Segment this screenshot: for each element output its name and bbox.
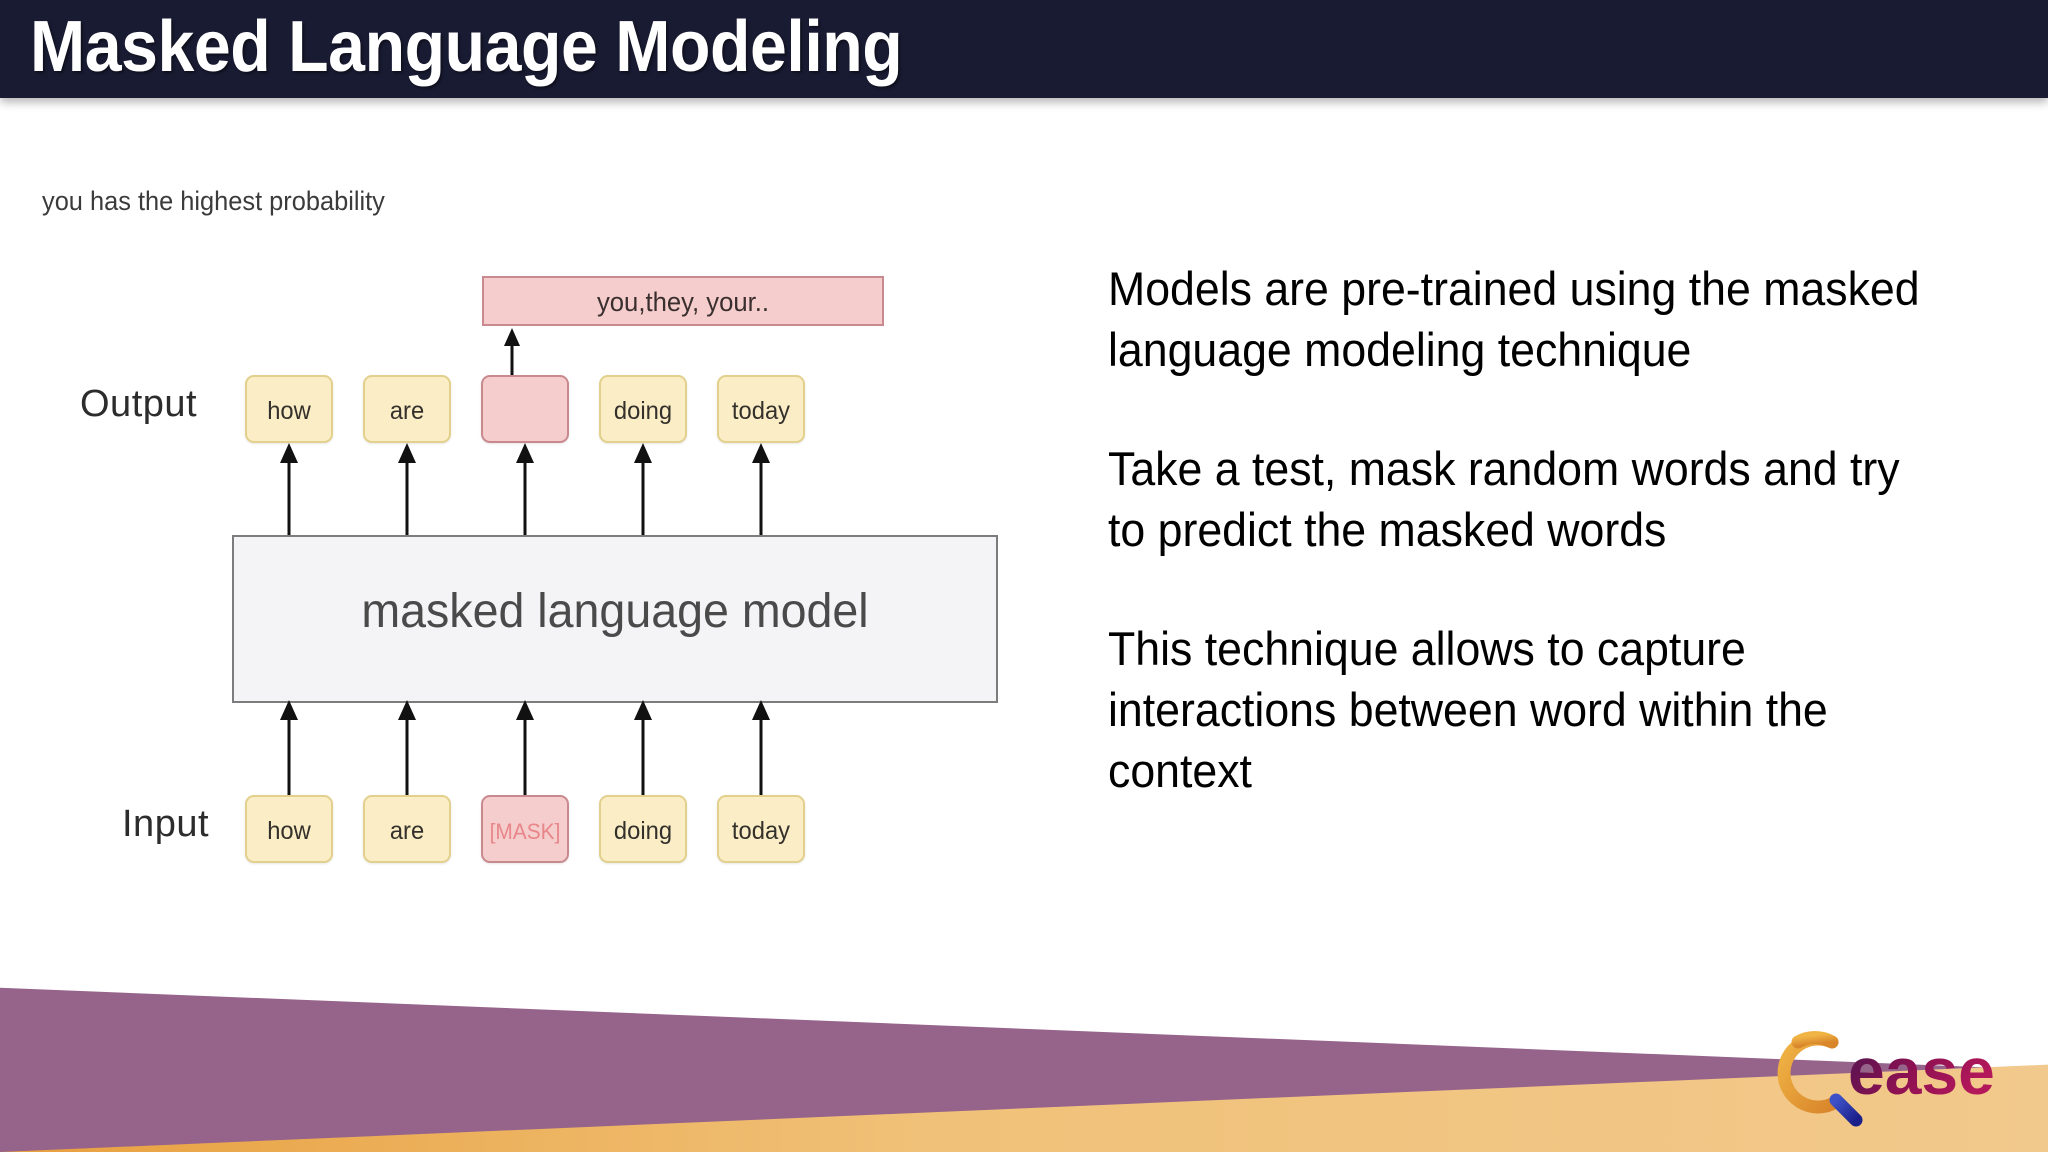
logo-wordmark: ease — [1848, 1034, 1995, 1108]
prediction-box-label: you,they, your.. — [596, 287, 770, 317]
page-title: Masked Language Modeling — [30, 7, 903, 87]
input-token-label: doing — [613, 817, 673, 845]
output-token: doing — [599, 375, 687, 443]
body-paragraph: This technique allows to capture interac… — [1108, 622, 1828, 797]
output-token-label: how — [267, 397, 311, 425]
magnifier-ring-top-icon — [1791, 1030, 1839, 1049]
sease-logo: ease — [1777, 1030, 1995, 1127]
arrow-to-prediction-icon — [504, 328, 520, 380]
output-token: are — [363, 375, 451, 443]
arrow-model-to-output-icon — [280, 443, 298, 537]
input-row-label: Input — [122, 803, 210, 845]
model-box: masked language model — [232, 535, 998, 703]
input-token: today — [717, 795, 805, 863]
prediction-box: you,they, your.. — [482, 276, 884, 326]
arrow-model-to-output-icon — [634, 443, 652, 537]
arrow-input-to-model-icon — [398, 700, 416, 798]
magnifier-ring-icon — [1777, 1032, 1839, 1114]
arrow-model-to-output-icon — [516, 443, 534, 537]
arrow-input-to-model-icon — [280, 700, 298, 798]
model-box-label: masked language model — [361, 585, 869, 638]
arrow-model-to-output-icon — [752, 443, 770, 537]
input-token-masked: [MASK] — [481, 795, 569, 863]
output-token-masked — [481, 375, 569, 443]
output-token-label: doing — [613, 397, 673, 425]
magnifier-handle-icon — [1829, 1093, 1863, 1127]
output-row-label: Output — [80, 383, 198, 425]
body-paragraph: Models are pre-trained using the masked … — [1108, 262, 1920, 376]
input-token: are — [363, 795, 451, 863]
input-token: doing — [599, 795, 687, 863]
body-paragraph: Take a test, mask random words and try t… — [1108, 442, 1900, 556]
arrow-input-to-model-icon — [634, 700, 652, 798]
input-token-label: how — [267, 817, 311, 845]
input-token-label: [MASK] — [489, 819, 561, 844]
output-token: today — [717, 375, 805, 443]
output-token: how — [245, 375, 333, 443]
output-token-label: are — [389, 397, 425, 425]
input-token-label: today — [731, 817, 791, 845]
input-token: how — [245, 795, 333, 863]
body-text-column: Models are pre-trained using the masked … — [1108, 258, 1988, 859]
diagram-caption-note: you has the highest probability — [42, 186, 385, 216]
output-token-label: today — [731, 397, 791, 425]
arrow-input-to-model-icon — [752, 700, 770, 798]
title-bar: Masked Language Modeling — [0, 0, 2048, 98]
input-token-label: are — [389, 817, 425, 845]
arrow-input-to-model-icon — [516, 700, 534, 798]
arrow-model-to-output-icon — [398, 443, 416, 537]
